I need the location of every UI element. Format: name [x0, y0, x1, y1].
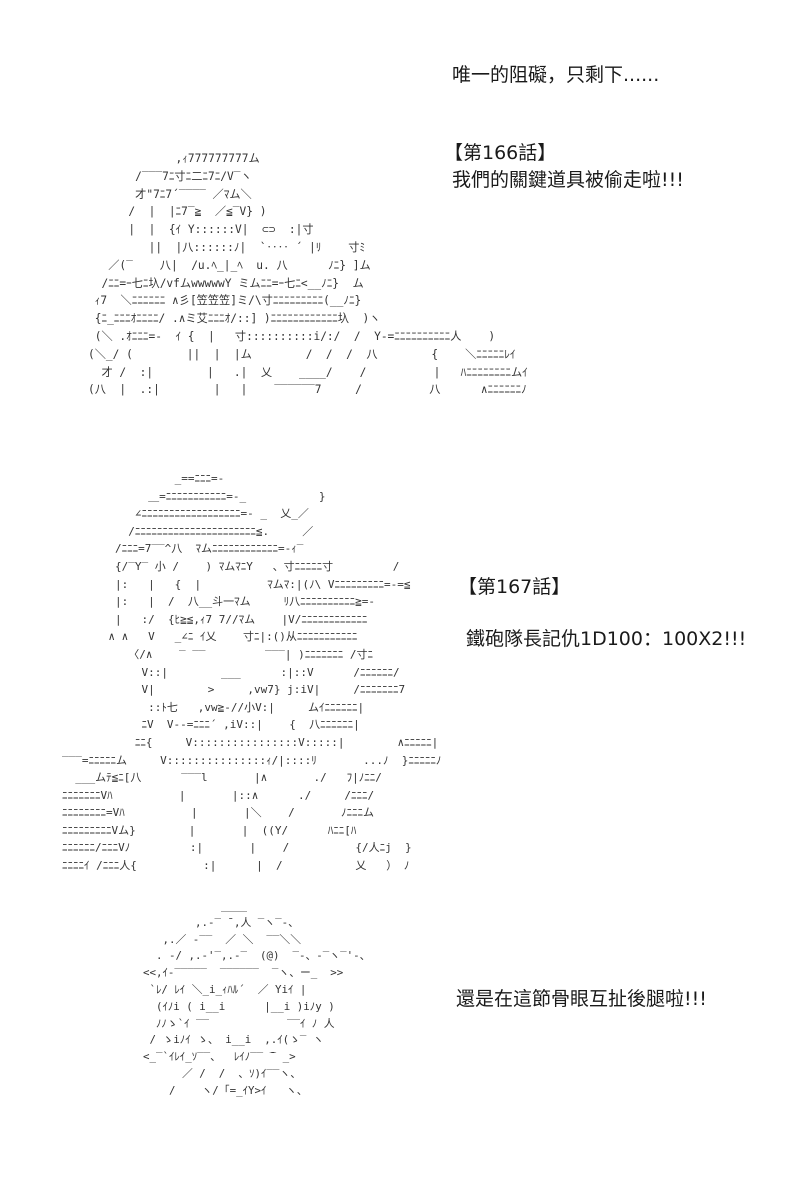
chapter-167-line: 鐵砲隊長記仇1D100：100X2!!! — [466, 628, 747, 650]
closing-caption: 還是在這節骨眼互扯後腿啦!!! — [456, 988, 707, 1010]
chapter-166-heading: 【第166話】 — [444, 142, 557, 164]
chapter-166-line: 我們的關鍵道具被偷走啦!!! — [452, 169, 684, 191]
ascii-art-gunner-figure: _==ﾆﾆﾆ=- ＿=ﾆﾆﾆﾆﾆﾆﾆﾆﾆﾆﾆ=-_ } ∠ﾆﾆﾆﾆﾆﾆﾆﾆﾆﾆﾆ… — [62, 472, 442, 873]
chapter-167-heading: 【第167話】 — [458, 576, 571, 598]
ascii-art-masked-figure: ____ ,.-‾ ̄ ,人 ‾ヽ‾-、 ,.／ -‾‾ ／ ＼ ‾‾＼＼ . … — [143, 899, 371, 1097]
intro-caption: 唯一的阻礙，只剩下...... — [452, 64, 660, 86]
ascii-art-hat-figure: ,ｨ777777777ム /‾‾‾7ﾆ寸ﾆ二ﾆ7ﾆ/V‾ヽ 才"7ﾆ7´‾‾‾‾… — [88, 152, 528, 397]
